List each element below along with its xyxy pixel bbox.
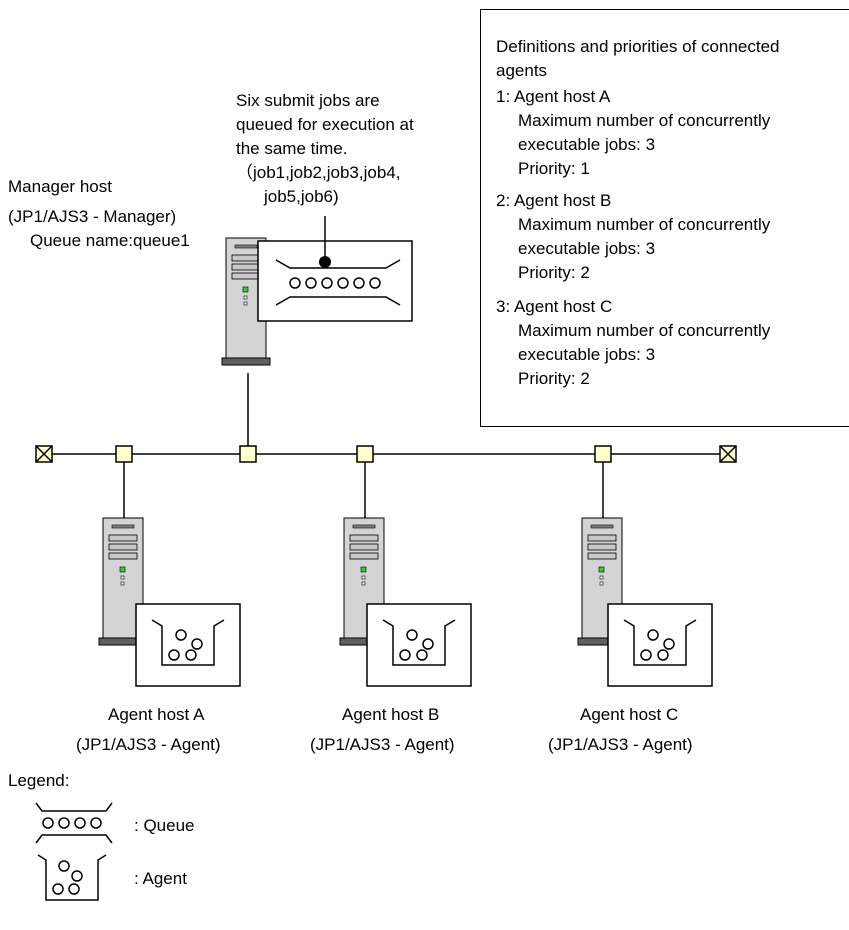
definition-max-jobs: Maximum number of concurrently — [518, 111, 771, 130]
agent-name: Agent host C — [580, 705, 679, 724]
legend-title: Legend: — [8, 771, 70, 790]
queued-note-line: the same time. — [236, 139, 348, 158]
terminator-right-icon — [719, 445, 737, 463]
definitions-title: Definitions and priorities of connected — [496, 37, 780, 56]
definition-agent-header: 1: Agent host A — [496, 87, 611, 106]
manager-host-title: Manager host — [8, 177, 112, 196]
legend-queue-label: : Queue — [134, 816, 195, 835]
queue-box-icon — [257, 216, 413, 322]
terminator-left-icon — [35, 445, 53, 463]
queued-note-line: Six submit jobs are — [236, 91, 380, 110]
definitions-title: agents — [496, 61, 548, 80]
definition-priority: Priority: 1 — [518, 159, 590, 178]
network-node-manager — [239, 445, 257, 463]
definitions-box — [480, 9, 849, 427]
definition-max-jobs: executable jobs: 3 — [518, 135, 656, 154]
definition-max-jobs: executable jobs: 3 — [518, 345, 656, 364]
agent-name: Agent host B — [342, 705, 440, 724]
legend-agent-label: : Agent — [134, 869, 187, 888]
definition-agent-header: 2: Agent host B — [496, 191, 612, 210]
definition-max-jobs: Maximum number of concurrently — [518, 215, 771, 234]
manager-queue-name: Queue name:queue1 — [30, 231, 190, 250]
definition-priority: Priority: 2 — [518, 369, 590, 388]
agent-name: Agent host A — [108, 705, 205, 724]
definition-max-jobs: executable jobs: 3 — [518, 239, 656, 258]
queued-note-line: job5,job6) — [264, 187, 339, 206]
definition-agent-header: 3: Agent host C — [496, 297, 613, 316]
network-node-agent-c — [594, 445, 612, 463]
network-node-agent-b — [356, 445, 374, 463]
legend-agent-icon — [37, 854, 107, 901]
agent-product: (JP1/AJS3 - Agent) — [310, 735, 455, 754]
manager-product: (JP1/AJS3 - Manager) — [8, 207, 177, 226]
definition-priority: Priority: 2 — [518, 263, 590, 282]
agent-a-box-icon — [135, 603, 241, 687]
agent-b-box-icon — [366, 603, 472, 687]
queued-note-line: （job1,job2,job3,job4, — [236, 163, 401, 182]
agent-c-box-icon — [607, 603, 713, 687]
definition-max-jobs: Maximum number of concurrently — [518, 321, 771, 340]
agent-product: (JP1/AJS3 - Agent) — [548, 735, 693, 754]
agent-product: (JP1/AJS3 - Agent) — [76, 735, 221, 754]
queued-note-line: queued for execution at — [236, 115, 414, 134]
network-node-agent-a — [115, 445, 133, 463]
legend-queue-icon — [35, 802, 113, 844]
